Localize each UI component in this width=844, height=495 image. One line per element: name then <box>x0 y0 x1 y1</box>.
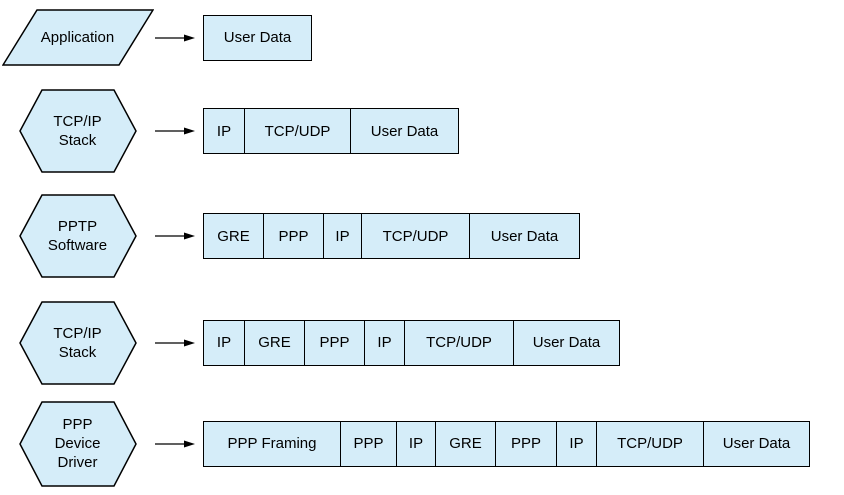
row-tcpip-stack-2: TCP/IP Stack IP GRE PPP IP TCP/UDP User … <box>0 300 620 385</box>
packet-cell-tcp-udp: TCP/UDP <box>245 109 351 153</box>
packet-cell-gre: GRE <box>245 320 305 365</box>
source-column: TCP/IP Stack <box>0 89 155 173</box>
source-column: TCP/IP Stack <box>0 300 155 385</box>
pptp-software-shape: PPTP Software <box>18 194 137 278</box>
application-label-line: Application <box>40 29 115 46</box>
packet-cell-ppp: PPP <box>341 421 397 466</box>
ppp-device-driver-label: PPP Device Driver <box>55 415 101 472</box>
packet-cell-ip: IP <box>365 320 405 365</box>
tcpip-stack-label: TCP/IP Stack <box>53 112 101 150</box>
packet-cell-tcp-udp: TCP/UDP <box>362 214 470 258</box>
tcpip-stack-label-line: TCP/IP <box>53 324 102 342</box>
hexagon-icon <box>18 194 137 278</box>
pptp-software-label-line: PPTP <box>57 218 98 235</box>
pptp-software-label-line: Software <box>47 237 108 254</box>
arrow-right-icon <box>155 440 195 447</box>
parallelogram-icon <box>1 9 154 66</box>
packet-cell-gre: GRE <box>436 421 496 466</box>
packet-sequence: PPP Framing PPP IP GRE PPP IP TCP/UDP Us… <box>203 420 810 467</box>
tcpip-stack-label: TCP/IP Stack <box>53 324 101 362</box>
application-label: Application <box>41 28 114 47</box>
source-column: PPTP Software <box>0 194 155 278</box>
packet-cell-user-data: User Data <box>470 214 579 258</box>
packet-cell-gre: GRE <box>204 214 264 258</box>
packet-cell-ip: IP <box>324 214 362 258</box>
packet-sequence: IP GRE PPP IP TCP/UDP User Data <box>203 319 620 366</box>
packet-sequence: GRE PPP IP TCP/UDP User Data <box>203 213 580 259</box>
packet-cell-user-data: User Data <box>514 320 619 365</box>
ppp-device-driver-shape: PPP Device Driver <box>18 400 137 487</box>
packet-cell-ip: IP <box>204 320 245 365</box>
application-shape: Application <box>1 9 154 66</box>
packet-cell-user-data: User Data <box>704 421 809 466</box>
source-column: PPP Device Driver <box>0 399 155 488</box>
packet-cell-ip: IP <box>397 421 436 466</box>
tcpip-stack-label-line: Stack <box>58 343 97 361</box>
tcpip-stack-label-line: TCP/IP <box>53 113 102 130</box>
tcpip-stack-shape-1: TCP/IP Stack <box>18 89 137 173</box>
hexagon-icon <box>18 89 137 173</box>
source-column: Application <box>0 9 155 66</box>
arrow-right-icon <box>155 232 195 240</box>
arrow-right-icon <box>155 127 195 135</box>
tcpip-stack-shape-2: TCP/IP Stack <box>18 300 137 385</box>
packet-cell-ppp-framing: PPP Framing <box>204 421 341 466</box>
ppp-device-driver-label-line: PPP <box>62 416 93 433</box>
arrow-right-icon <box>155 34 195 41</box>
ppp-device-driver-label-line: Device <box>54 435 101 452</box>
row-application: Application User Data <box>0 9 312 66</box>
pptp-software-label: PPTP Software <box>48 217 107 255</box>
packet-cell-tcp-udp: TCP/UDP <box>405 320 514 365</box>
arrow-right-icon <box>155 339 195 346</box>
packet-cell-ip: IP <box>557 421 597 466</box>
packet-sequence: IP TCP/UDP User Data <box>203 108 459 154</box>
ppp-device-driver-label-line: Driver <box>57 454 98 471</box>
packet-cell-user-data: User Data <box>204 15 311 60</box>
tcpip-stack-label-line: Stack <box>58 132 97 149</box>
packet-cell-ip: IP <box>204 109 245 153</box>
row-tcpip-stack-1: TCP/IP Stack IP TCP/UDP User Data <box>0 89 459 173</box>
row-ppp-device-driver: PPP Device Driver PPP Framing PPP IP GRE… <box>0 399 810 488</box>
packet-cell-ppp: PPP <box>496 421 557 466</box>
packet-cell-tcp-udp: TCP/UDP <box>597 421 704 466</box>
packet-sequence: User Data <box>203 14 312 61</box>
packet-cell-user-data: User Data <box>351 109 458 153</box>
hexagon-icon <box>18 300 137 385</box>
packet-cell-ppp: PPP <box>305 320 365 365</box>
row-pptp-software: PPTP Software GRE PPP IP TCP/UDP User Da… <box>0 194 580 278</box>
hexagon-icon <box>18 400 137 487</box>
packet-cell-ppp: PPP <box>264 214 324 258</box>
